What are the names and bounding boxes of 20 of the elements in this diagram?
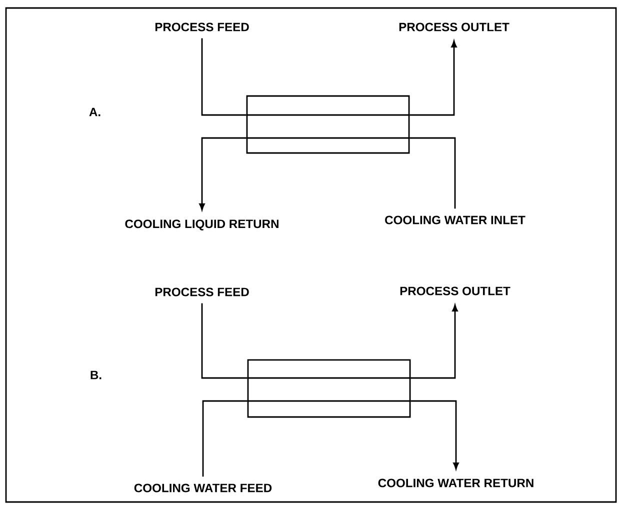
panel-label: B. xyxy=(90,370,102,380)
exchanger-box xyxy=(247,359,411,418)
panel-label: A. xyxy=(89,108,100,116)
stream-label: COOLING WATER RETURN xyxy=(378,478,534,488)
flow-arrow xyxy=(199,137,246,210)
stream-label: COOLING WATER INLET xyxy=(385,216,526,224)
flow-line xyxy=(410,137,456,209)
stream-label: PROCESS OUTLET xyxy=(400,286,510,296)
stream-label: PROCESS OUTLET xyxy=(399,22,510,32)
stream-label: PROCESS FEED xyxy=(155,22,249,32)
flow-arrow xyxy=(410,40,457,116)
flow-line xyxy=(202,400,248,477)
stream-label: COOLING LIQUID RETURN xyxy=(125,220,278,230)
stream-label: PROCESS FEED xyxy=(155,288,249,296)
flow-line xyxy=(201,38,246,116)
flow-line xyxy=(201,303,248,379)
flow-arrow xyxy=(410,304,458,379)
stream-label: COOLING WATER FEED xyxy=(134,484,272,492)
exchanger-box xyxy=(246,95,410,154)
flow-arrow xyxy=(410,400,459,470)
